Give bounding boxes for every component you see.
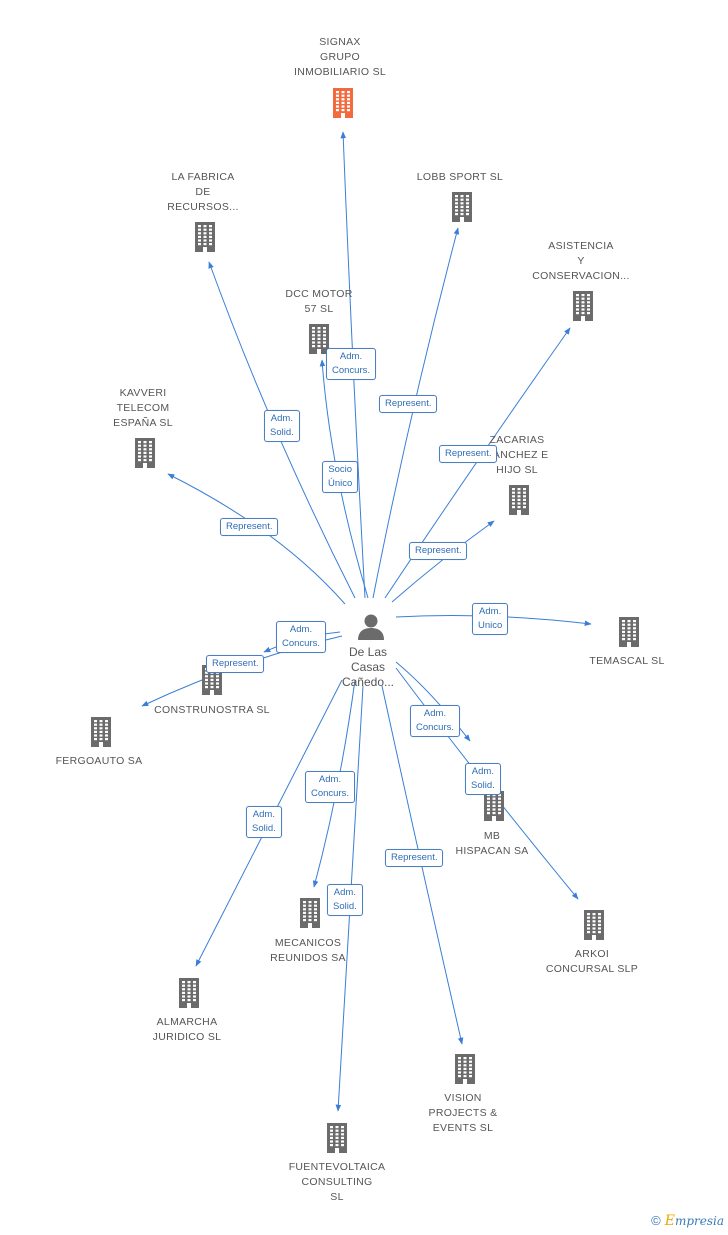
edge-label-temascal[interactable]: Adm. Unico [472,603,509,635]
edge-label-arkoi[interactable]: Adm. Solid. [465,763,501,795]
edge-label-construnostra[interactable]: Adm. Concurs. [276,621,327,653]
edge-label-vision[interactable]: Represent. [385,849,444,867]
company-label[interactable]: VISION PROJECTS & EVENTS SL [428,1092,498,1134]
person-icon [358,614,384,640]
building-icon[interactable] [192,220,218,254]
company-label[interactable]: MB HISPACAN SA [455,830,529,857]
company-label[interactable]: MECANICOS REUNIDOS SA [270,937,346,964]
building-icon[interactable] [306,322,332,356]
company-label[interactable]: ZACARIAS SANCHEZ E HIJO SL [485,434,549,476]
building-icon[interactable] [581,908,607,942]
company-label[interactable]: CONSTRUNOSTRA SL [154,704,270,716]
edge-label-lobb[interactable]: Represent. [379,395,438,413]
company-label[interactable]: LA FABRICA DE RECURSOS... [167,171,239,213]
company-label[interactable]: ASISTENCIA Y CONSERVACION... [532,240,630,282]
edge-label-almarcha[interactable]: Adm. Solid. [246,806,282,838]
brand-watermark: ©Empresia [651,1213,724,1229]
building-icon[interactable] [132,436,158,470]
company-label[interactable]: ALMARCHA JURIDICO SL [152,1016,222,1043]
building-icon[interactable] [324,1121,350,1155]
copyright-symbol: © [651,1213,661,1228]
building-icon[interactable] [449,190,475,224]
company-label[interactable]: KAVVERI TELECOM ESPAÑA SL [113,387,173,429]
building-icon[interactable] [88,715,114,749]
company-label[interactable]: ARKOI CONCURSAL SLP [545,948,639,975]
edge-line-mb [395,661,471,742]
edge-label-signax[interactable]: Adm. Concurs. [326,348,377,380]
edge-label-mecanicos[interactable]: Adm. Concurs. [305,771,356,803]
company-label[interactable]: SIGNAX GRUPO INMOBILIARIO SL [293,36,387,78]
edge-line-zacarias [391,520,495,603]
edge-label-asistencia[interactable]: Represent. [439,445,498,463]
building-icon[interactable] [570,289,596,323]
company-label[interactable]: FUENTEVOLTAICA CONSULTING SL [288,1161,386,1203]
building-icon[interactable] [481,789,507,823]
edge-label-lafabrica[interactable]: Adm. Solid. [264,410,300,442]
edge-label-fergoauto[interactable]: Represent. [206,655,265,673]
edge-line-asistencia [384,327,571,599]
edge-label-fuente[interactable]: Adm. Solid. [327,884,363,916]
edge-line-kavveri [167,473,346,605]
edge-label-dcc[interactable]: Socio Único [322,461,359,493]
center-person-label[interactable]: De Las Casas Cañedo... [341,645,395,689]
building-icon[interactable] [506,483,532,517]
building-icon[interactable] [616,615,642,649]
building-icon[interactable] [297,896,323,930]
edge-label-mb[interactable]: Adm. Concurs. [410,705,461,737]
building-icon[interactable] [176,976,202,1010]
company-label[interactable]: LOBB SPORT SL [416,171,504,183]
company-label[interactable]: TEMASCAL SL [589,655,665,667]
brand-name: mpresia [674,1214,724,1228]
edge-label-kavveri[interactable]: Represent. [220,518,279,536]
edge-label-zacarias[interactable]: Represent. [409,542,468,560]
building-icon[interactable] [330,86,356,120]
brand-initial: E [664,1213,675,1229]
company-label[interactable]: DCC MOTOR 57 SL [285,288,353,315]
company-label[interactable]: FERGOAUTO SA [55,755,143,767]
building-icon[interactable] [452,1052,478,1086]
